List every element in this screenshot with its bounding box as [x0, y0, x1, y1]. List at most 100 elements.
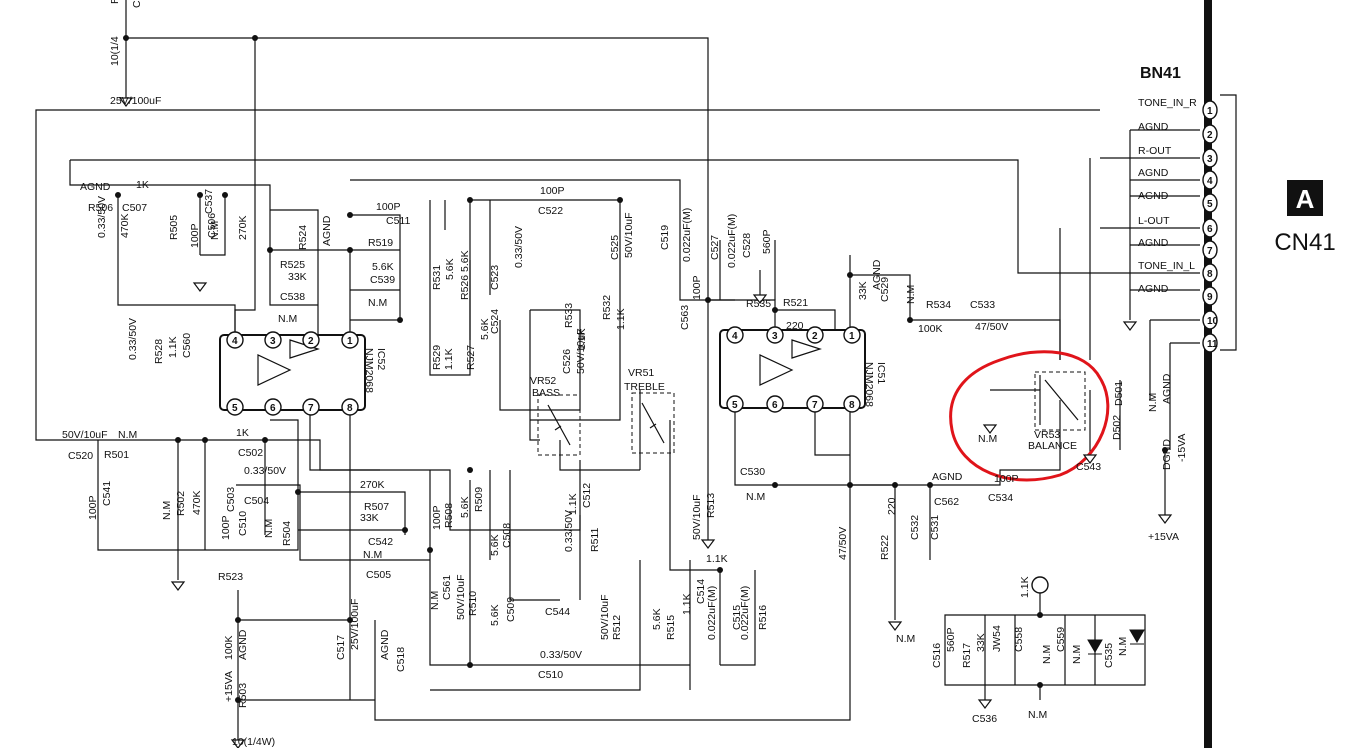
- component-label: 560P: [945, 627, 957, 652]
- connector-pin: [1202, 218, 1218, 238]
- component-label: DGND: [1161, 439, 1173, 470]
- component-label: R516: [757, 605, 769, 630]
- ic51-pin-top-1: 4: [732, 331, 738, 342]
- component-label: C518: [395, 647, 407, 672]
- component-label: 0.33/50V: [540, 649, 582, 661]
- ground-icon: [752, 294, 768, 304]
- ic52-pin-bottom-4: 8: [347, 403, 353, 414]
- pot-vr51: VR51 TREBLE: [624, 367, 675, 454]
- component-label: C510: [538, 669, 563, 681]
- d501-diode-icon: [1087, 639, 1103, 655]
- connector-pin-number: 11: [1207, 339, 1218, 350]
- component-label: C526: [561, 349, 573, 374]
- component-label: 10(1/4: [109, 36, 121, 66]
- component-label: 33K: [975, 633, 987, 652]
- component-label: C510: [237, 511, 249, 536]
- component-label: 1.1K: [615, 308, 627, 330]
- pot-vr52: VR52 BASS: [530, 375, 581, 456]
- component-label: 1.1K: [576, 328, 588, 350]
- highlight-circle: [949, 350, 1110, 482]
- component-label: 100P: [691, 275, 703, 300]
- ground-icon: [170, 581, 186, 591]
- component-label: C537: [203, 189, 215, 214]
- component-label: R510: [467, 591, 479, 616]
- component-label: 5.6K: [489, 534, 501, 556]
- component-label: R534: [926, 299, 951, 311]
- component-label: R533: [563, 303, 575, 328]
- component-label: AGND: [237, 629, 249, 660]
- ground-icon: [700, 539, 716, 549]
- connector-pin: [1202, 100, 1218, 120]
- component-label: C507: [122, 202, 147, 214]
- connector-pin-number: 6: [1207, 224, 1213, 235]
- component-label: C563: [679, 305, 691, 330]
- component-label: 100K: [918, 323, 943, 335]
- component-label: C531: [929, 515, 941, 540]
- component-label: R502: [175, 491, 187, 516]
- connector-pin-number: 1: [1207, 106, 1213, 117]
- component-label: R511: [109, 0, 121, 4]
- component-label: 1.1K: [706, 553, 728, 565]
- vr53-name: VR53: [1034, 429, 1060, 441]
- component-label: C534: [988, 492, 1013, 504]
- component-label: N.M: [896, 633, 915, 645]
- component-label: N.M: [905, 285, 917, 304]
- connector-pin: [1202, 148, 1218, 168]
- connector-signal-label: AGND: [1138, 167, 1169, 179]
- connector-pin: [1202, 263, 1218, 283]
- component-label: 5.6K: [459, 496, 471, 518]
- component-label: 470K: [119, 213, 131, 238]
- component-label: N.M: [161, 501, 173, 520]
- ic51-name: IC51: [875, 362, 887, 384]
- component-label: 270K: [360, 479, 385, 491]
- vr52-label: BASS: [532, 387, 560, 399]
- ic52: 4 3 2 1 5 6 7 8 IC52 NJM2068: [219, 331, 387, 416]
- ic51-pin-bottom-3: 7: [812, 400, 818, 411]
- component-label: R501: [104, 449, 129, 461]
- component-label: R511: [589, 528, 601, 552]
- ic52-part: NJM2068: [363, 348, 375, 393]
- component-label: C559: [1055, 627, 1067, 652]
- ic51-pin-top-4: 1: [849, 331, 855, 342]
- component-label: C513: [131, 0, 143, 8]
- component-label: D501: [1113, 381, 1125, 406]
- component-label: R507: [364, 501, 389, 513]
- ic52-pin-bottom-1: 5: [232, 403, 238, 414]
- component-label: C502: [238, 447, 263, 459]
- ic51-pin-top-3: 2: [812, 331, 818, 342]
- component-label: R532: [601, 295, 613, 320]
- component-label: 100P: [376, 201, 401, 213]
- connector-pin-number: 4: [1207, 176, 1213, 187]
- connector-signal-label: R-OUT: [1138, 145, 1172, 157]
- component-label: 25V/100uF: [349, 599, 361, 650]
- ic52-pin-top-2: 3: [270, 336, 276, 347]
- ic51-pin-bottom-4: 8: [849, 400, 855, 411]
- component-label: C519: [659, 225, 671, 250]
- component-label: R525: [280, 259, 305, 271]
- component-label: JW54: [991, 625, 1003, 652]
- component-label: N.M: [1147, 393, 1159, 412]
- pot-vr53: VR53 BALANCE: [1028, 371, 1086, 452]
- component-label: R528: [153, 339, 165, 364]
- component-label: C512: [581, 483, 593, 508]
- component-label: 1K: [236, 427, 249, 439]
- sheet-letter: A: [1296, 184, 1315, 214]
- vr52-name: VR52: [530, 375, 556, 387]
- connector-pin-number: 7: [1207, 246, 1213, 257]
- component-label: R508: [443, 503, 455, 528]
- component-label: N.M: [368, 297, 387, 309]
- component-label: C538: [280, 291, 305, 303]
- connector-pin-number: 9: [1207, 292, 1213, 303]
- component-label: R521: [783, 297, 808, 309]
- component-label: N.M: [429, 591, 441, 610]
- component-label: C532: [909, 515, 921, 540]
- component-label: 1.1K: [1019, 576, 1031, 598]
- component-label: +15VA: [1148, 531, 1179, 543]
- component-label: C515: [731, 605, 743, 630]
- component-label: C560: [181, 333, 193, 358]
- component-label: C525: [609, 235, 621, 260]
- connector-signal-label: AGND: [1138, 121, 1169, 133]
- connector-bn41: BN41 1TONE_IN_R2AGND3R-OUT4AGND5AGND6L-O…: [1138, 65, 1237, 353]
- component-label: R531: [431, 265, 443, 290]
